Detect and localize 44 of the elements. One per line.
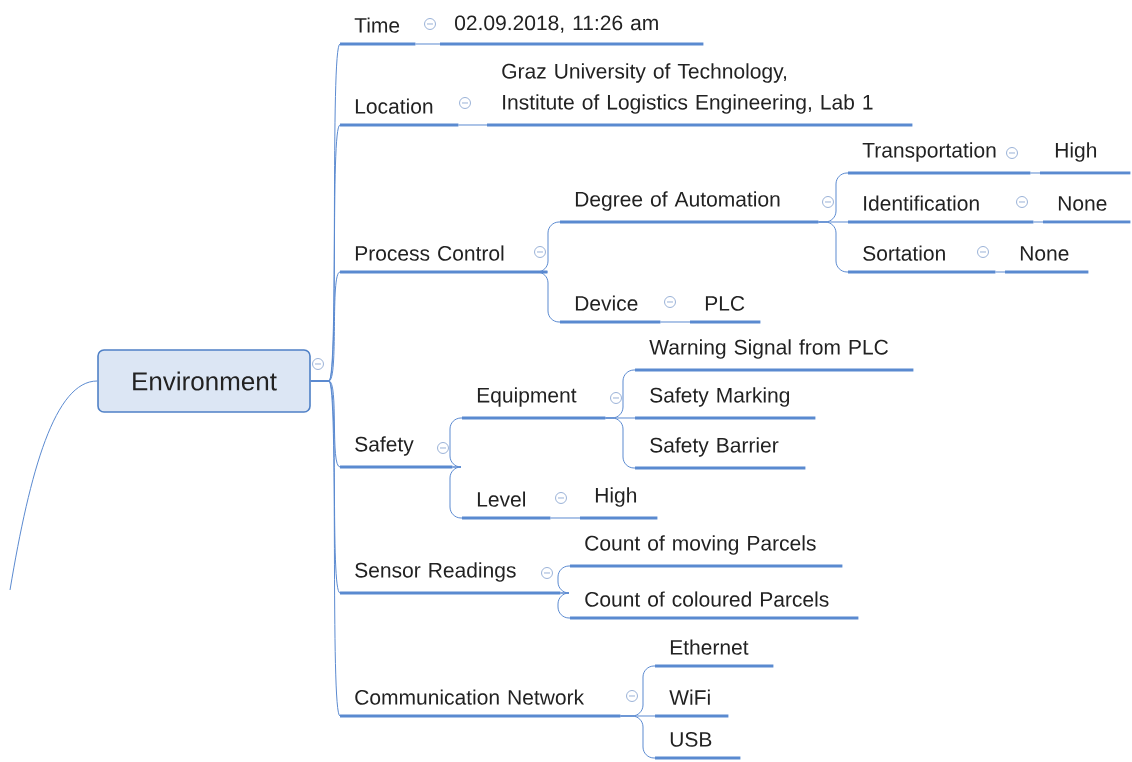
connector-line [1029,172,1041,174]
underlined-topic: WiFi [655,689,729,718]
underlined-topic: Process Control [340,245,548,274]
underlined-topic: High [1040,142,1131,175]
underlined-topic: Device [560,295,661,324]
underlined-topic: Sortation [848,245,996,274]
underlined-topic: Identification [848,195,1034,224]
connector-line [1032,221,1044,223]
underlined-topic: Equipment [462,387,606,420]
underlined-topic: Location [340,98,459,127]
underlined-topic: Count of moving Parcels [570,535,843,568]
connector-line [994,271,1006,273]
underlined-topic: PLC [690,295,761,324]
underlined-topic: USB [655,731,741,760]
underlined-topic: Graz University of Technology, Institute of Logistics Engineering, Lab 1 [487,63,913,127]
root-topic-box: Environment [97,349,311,413]
connector-line [449,417,463,468]
connector-line [659,321,691,323]
connector-line [9,380,98,591]
connector-line [557,565,571,594]
connector-line [457,124,488,126]
underlined-topic: Sensor Readings [340,562,561,595]
underlined-topic: High [580,487,658,520]
underlined-topic: Ethernet [655,639,774,668]
underlined-topic: 02.09.2018, 11:26 am [440,15,704,46]
underlined-topic: Warning Signal from PLC [635,339,914,372]
connector-line [557,592,571,619]
connector-line [449,466,463,519]
underlined-topic: Safety Barrier [635,437,806,470]
underlined-topic: Count of coloured Parcels [570,591,859,620]
underlined-topic: Degree of Automation [560,191,819,224]
underlined-topic: None [1005,246,1089,274]
connector-line [619,715,656,759]
underlined-topic: Time [340,17,416,46]
underlined-topic: Safety [340,436,453,469]
underlined-topic: Safety Marking [635,387,816,420]
underlined-topic: Level [462,491,551,520]
connector-line [817,221,849,273]
underlined-topic: Communication Network [340,689,621,718]
connector-line [549,517,581,519]
connector-line [604,417,636,469]
underlined-topic: Transportation [848,142,1031,175]
underlined-topic: None [1043,196,1131,224]
connector-line [414,43,441,45]
